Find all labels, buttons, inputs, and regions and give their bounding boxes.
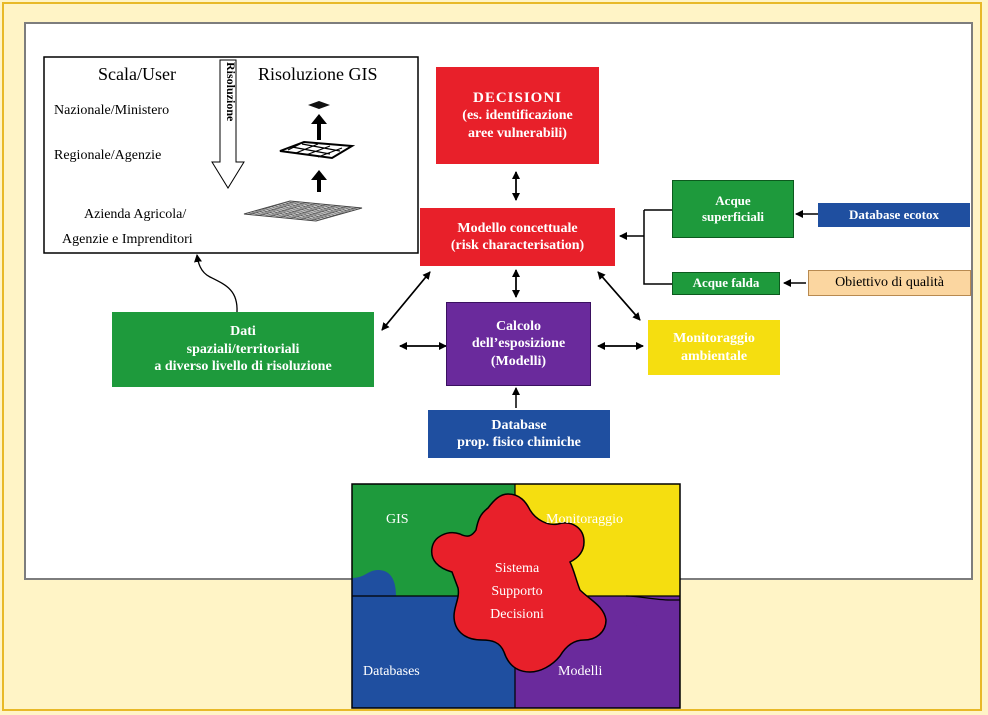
- gis-layer-farm: [243, 200, 363, 222]
- acque-bracket: [643, 210, 672, 285]
- database-prop-line2: prop. fisico chimiche: [457, 435, 581, 450]
- puzzle-center-piece: [430, 493, 607, 673]
- puzzle-center-line3: Decisioni: [490, 607, 544, 622]
- level-farm-2: Agenzie e Imprenditori: [62, 232, 193, 247]
- resolution-header: Risoluzione GIS: [258, 64, 378, 84]
- gis-arrowhead-2: [311, 170, 327, 180]
- dati-line1: Dati: [230, 324, 256, 340]
- database-ecotox-box: Database ecotox: [818, 203, 970, 227]
- dati-box: Dati spaziali/territoriali a diverso liv…: [112, 312, 374, 387]
- dati-line3: a diverso livello di risoluzione: [154, 359, 332, 375]
- decisioni-line3: aree vulnerabili): [468, 125, 567, 141]
- puzzle-gis-label: GIS: [386, 512, 409, 527]
- dati-line2: spaziali/territoriali: [186, 341, 300, 357]
- calcolo-line2: dell’esposizione: [471, 336, 566, 352]
- calcolo-line1: Calcolo: [495, 318, 542, 334]
- decisioni-box: DECISIONI (es. identificazione aree vuln…: [436, 67, 599, 164]
- puzzle-center-line2: Supporto: [491, 584, 543, 599]
- puzzle-center-line1: Sistema: [494, 561, 540, 576]
- gis-layer-regional: [279, 140, 356, 160]
- modello-sub: (risk characterisation): [450, 238, 585, 253]
- puzzle: [351, 483, 681, 709]
- calcolo-box: Calcolo dell’esposizione (Modelli): [446, 302, 591, 386]
- monitoraggio-line2: ambientale: [680, 348, 748, 364]
- puzzle-modelli-label: Modelli: [558, 664, 603, 679]
- database-prop-box: Database prop. fisico chimiche: [428, 410, 610, 458]
- level-farm-1: Azienda Agricola/: [84, 207, 187, 222]
- gis-layer-national: [308, 101, 330, 109]
- level-regional: Regionale/Agenzie: [54, 148, 162, 163]
- modello-box: Modello concettuale (risk characterisati…: [420, 208, 615, 266]
- obiettivo-label: Obiettivo di qualità: [835, 275, 944, 291]
- database-prop-line1: Database: [491, 417, 547, 433]
- acque-falda-label: Acque falda: [692, 275, 760, 291]
- puzzle-databases-label: Databases: [363, 664, 420, 679]
- acque-sup-line2: superficiali: [701, 209, 765, 224]
- monitoraggio-box: Monitoraggio ambientale: [648, 320, 780, 375]
- acque-sup-line1: Acque: [715, 192, 751, 208]
- dati-to-scale-arrow: [194, 254, 238, 313]
- arrow-dati-modello: [381, 271, 431, 331]
- puzzle-monitoraggio-label: Monitoraggio: [546, 512, 623, 527]
- database-ecotox-label: Database ecotox: [849, 206, 939, 222]
- modello-title: Modello concettuale: [457, 220, 578, 236]
- gis-arrowhead-1: [311, 114, 327, 124]
- resolution-arrow: [211, 59, 245, 189]
- acque-falda-box: Acque falda: [672, 272, 780, 295]
- decisioni-title: DECISIONI: [472, 89, 563, 106]
- acque-superficiali-box: Acque superficiali: [672, 180, 794, 238]
- resolution-arrow-label: Risoluzione: [224, 62, 238, 122]
- monitoraggio-line1: Monitoraggio: [673, 331, 755, 346]
- obiettivo-qualita-box: Obiettivo di qualità: [808, 270, 971, 296]
- decisioni-line2: (es. identificazione: [462, 108, 573, 124]
- arrow-monitor-modello: [597, 271, 641, 321]
- calcolo-line3: (Modelli): [490, 353, 547, 369]
- scale-header: Scala/User: [98, 64, 176, 84]
- level-national: Nazionale/Ministero: [54, 103, 170, 118]
